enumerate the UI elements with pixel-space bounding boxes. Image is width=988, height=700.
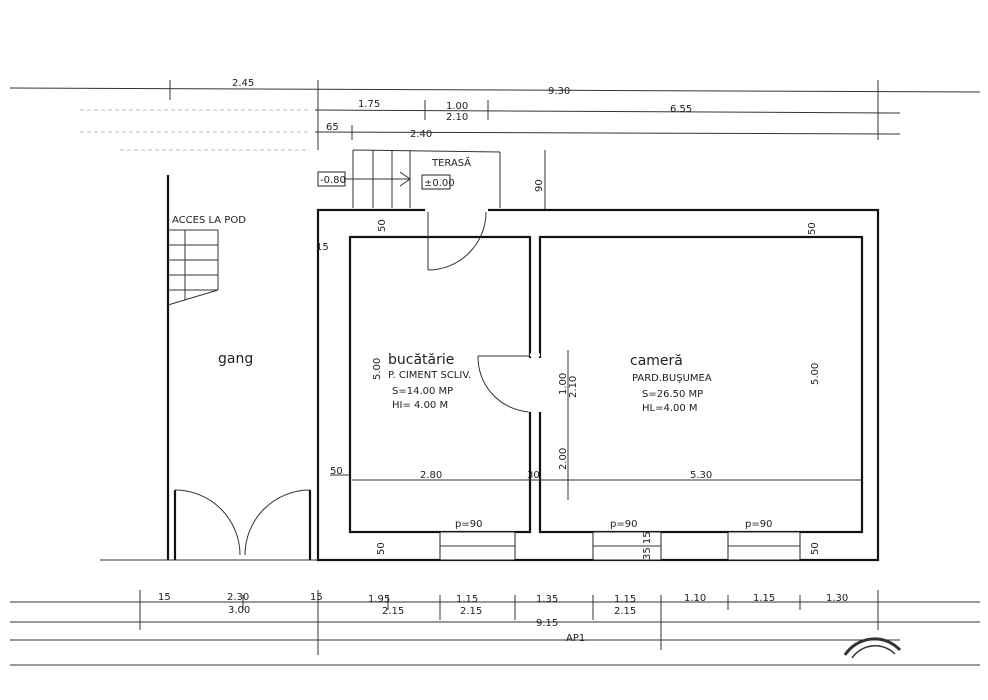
- bdim-1-15b: 1.15: [614, 594, 636, 605]
- terrace-steps: [317, 149, 546, 210]
- dim-top-wall: 50: [377, 219, 388, 232]
- bdim-1-10: 1.10: [684, 593, 706, 604]
- bdim-1-15a: 1.15: [456, 594, 478, 605]
- dim-2-10: 2.10: [446, 112, 468, 123]
- stair-label: ACCES LA POD: [172, 215, 246, 226]
- dim-door-h: 2.10: [568, 376, 579, 398]
- dim-right-bottom: 50: [810, 542, 821, 555]
- bdim-1-15c: 1.15: [753, 593, 775, 604]
- dim-top-2-45: 2.45: [232, 78, 254, 89]
- bdim-2-30: 2.30: [227, 592, 249, 603]
- camera-width-dim: 5.30: [690, 470, 712, 481]
- bdim-2-15c: 2.15: [614, 606, 636, 617]
- dim-partition: 30: [527, 470, 540, 481]
- room-name-kitchen: bucătărie: [388, 352, 454, 368]
- section-ap1: AP1: [566, 633, 585, 644]
- window-2-label: p=90: [610, 519, 637, 530]
- bdim-1-35: 1.35: [536, 594, 558, 605]
- dim-top-9-30: 9.30: [548, 86, 570, 97]
- building-walls: [316, 208, 880, 562]
- bdim-total-9-15: 9.15: [536, 618, 558, 629]
- gang-walls: [100, 175, 318, 561]
- room-name-gang: gang: [218, 351, 253, 367]
- camera-height: HL=4.00 M: [642, 403, 698, 414]
- kitchen-height: HI= 4.00 M: [392, 400, 448, 411]
- bottom-dimension-lines: [10, 590, 980, 666]
- kitchen-area: S=14.00 MP: [392, 386, 453, 397]
- dim-side-wall: 15: [316, 242, 329, 253]
- bdim-1-30: 1.30: [826, 593, 848, 604]
- terrace-label: TERASĂ: [431, 156, 471, 169]
- level-low: -0.80: [320, 175, 346, 186]
- dim-65: 65: [326, 122, 339, 133]
- terrace-depth: 90: [534, 179, 545, 192]
- dim-right-top: 50: [807, 222, 818, 235]
- windows: [439, 531, 801, 561]
- camera-floor: PARD.BUŞUMEA: [632, 373, 712, 384]
- top-dimension-lines: [9, 80, 981, 151]
- window-1-label: p=90: [455, 519, 482, 530]
- kitchen-width-dim: 2.80: [420, 470, 442, 481]
- window-3-label: p=90: [745, 519, 772, 530]
- bdim-2-15b: 2.15: [460, 606, 482, 617]
- dim-1-75: 1.75: [358, 99, 380, 110]
- level-high: ±0.00: [424, 178, 455, 189]
- dim-bottom-wall: 50: [376, 542, 387, 555]
- bdim-15a: 15: [158, 592, 171, 603]
- dim-door-w: 1.00: [558, 373, 569, 395]
- bdim-3-00: 3.00: [228, 605, 250, 616]
- room-name-camera: cameră: [630, 353, 683, 369]
- dim-left-wall: 50: [330, 466, 343, 477]
- bdim-1-95: 1.95: [368, 594, 390, 605]
- dim-6-55: 6.55: [670, 104, 692, 115]
- bdim-2-15a: 2.15: [382, 606, 404, 617]
- dim-2-40: 2.40: [410, 129, 432, 140]
- kitchen-floor: P. CIMENT SCLIV.: [388, 370, 471, 381]
- bdim-15b: 15: [310, 592, 323, 603]
- kitchen-height-dim: 5.00: [372, 358, 383, 380]
- dim-sill-2: 35 15: [642, 531, 653, 560]
- dim-1-00: 1.00: [446, 101, 468, 112]
- dim-sill: 2.00: [558, 448, 569, 470]
- camera-area: S=26.50 MP: [642, 389, 703, 400]
- camera-height-dim: 5.00: [810, 363, 821, 385]
- stamp: [843, 637, 902, 659]
